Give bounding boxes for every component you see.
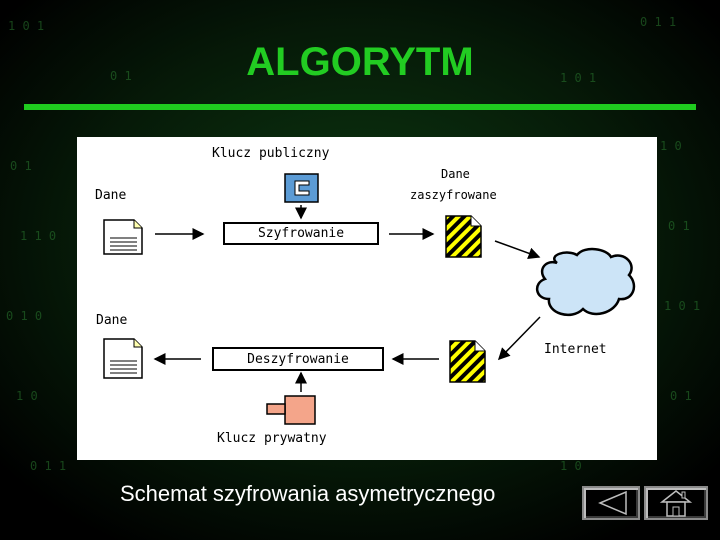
title-underline [24, 104, 696, 110]
svg-text:1 0: 1 0 [560, 459, 582, 473]
decryption-box: Deszyfrowanie [212, 347, 384, 371]
svg-text:0 1: 0 1 [668, 219, 690, 233]
svg-text:0 1 1: 0 1 1 [30, 459, 66, 473]
svg-text:1 0: 1 0 [16, 389, 38, 403]
slide-title: ALGORYTM [246, 40, 474, 84]
document-icon-top [103, 219, 143, 255]
svg-text:1 1 0: 1 1 0 [20, 229, 56, 243]
data-label-bottom: Dane [96, 313, 128, 328]
diagram-graphics [103, 173, 636, 425]
back-button[interactable] [582, 486, 640, 520]
svg-text:1 0: 1 0 [660, 139, 682, 153]
encrypted-data-label-line1: Dane [441, 167, 470, 181]
encrypted-document-icon-bottom [449, 340, 486, 383]
home-button[interactable] [644, 486, 708, 520]
svg-text:1 0 1: 1 0 1 [560, 71, 596, 85]
internet-label: Internet [544, 342, 607, 357]
svg-text:0 1: 0 1 [670, 389, 692, 403]
svg-text:1 0 1: 1 0 1 [664, 299, 700, 313]
arrow-from-internet [497, 316, 541, 361]
arrow-to-internet [494, 240, 541, 260]
house-icon [659, 490, 693, 517]
private-key-label: Klucz prywatny [217, 431, 327, 446]
document-icon-bottom [103, 338, 143, 379]
svg-text:0 1: 0 1 [10, 159, 32, 173]
triangle-left-icon [598, 490, 627, 516]
svg-text:0 1 0: 0 1 0 [6, 309, 42, 323]
encrypted-document-icon-top [445, 215, 482, 258]
encryption-box: Szyfrowanie [223, 222, 379, 245]
data-label-top: Dane [95, 188, 127, 203]
svg-text:0 1: 0 1 [110, 69, 132, 83]
encrypted-data-label-line2: zaszyfrowane [410, 188, 497, 202]
svg-text:0 1 1: 0 1 1 [640, 15, 676, 29]
internet-cloud-icon [536, 247, 636, 317]
public-key-label: Klucz publiczny [212, 146, 330, 161]
public-key-icon [284, 173, 319, 203]
slide-caption: Schemat szyfrowania asymetrycznego [120, 481, 496, 506]
diagram-panel: Klucz publiczny Dane zaszyfrowane Dane S… [77, 137, 657, 460]
svg-text:1 0 1: 1 0 1 [8, 19, 44, 33]
private-key-icon [266, 395, 316, 425]
